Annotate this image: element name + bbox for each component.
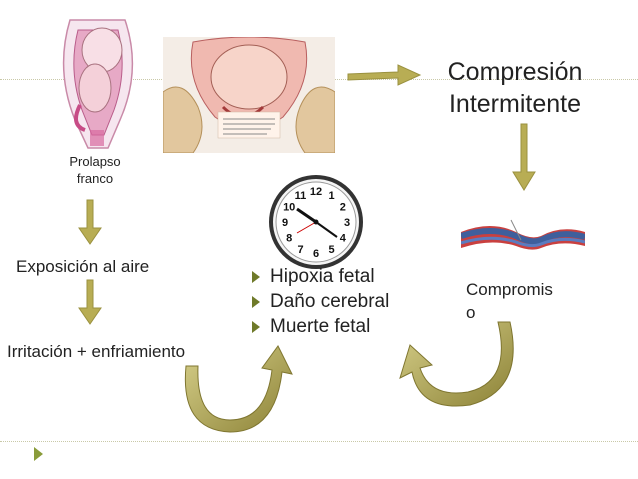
arrow-right-icon	[347, 64, 422, 86]
clock-number: 6	[313, 248, 319, 260]
label-irritacion-enfriamiento: Irritación + enfriamiento	[7, 342, 186, 361]
bullet-text: Hipoxia fetal	[270, 266, 375, 287]
label-exposicion-al-aire: Exposición al aire	[16, 257, 150, 276]
label-compromiso: Compromis o	[466, 280, 553, 322]
pelvis-cord-illustration	[163, 37, 335, 153]
clock-number: 11	[295, 190, 307, 202]
curved-arrow-up-icon	[184, 345, 293, 433]
bullet-triangle-icon	[252, 271, 260, 283]
consequences-list: Hipoxia fetal Daño cerebral Muerte fetal	[252, 264, 422, 339]
bottom-divider-line	[0, 441, 638, 442]
clock-number: 7	[297, 244, 303, 256]
clock-number: 9	[282, 217, 288, 229]
bullet-item-hipoxia: Hipoxia fetal	[252, 264, 422, 289]
curved-arrow-return-icon	[399, 321, 514, 407]
arrow-down-exposicion-icon	[78, 279, 102, 325]
bullet-text: Muerte fetal	[270, 316, 371, 337]
clock-number: 8	[286, 233, 292, 245]
clock-number: 2	[340, 202, 346, 214]
clock-number: 4	[340, 233, 347, 245]
label-prolapso-franco: Prolapso franco	[69, 154, 121, 186]
clock-number: 5	[328, 244, 334, 256]
clock-number: 12	[310, 186, 322, 198]
clock-number: 10	[283, 202, 295, 214]
bullet-item-muerte: Muerte fetal	[252, 314, 422, 339]
clock-number: 3	[344, 217, 350, 229]
bullet-text: Daño cerebral	[270, 291, 390, 312]
bullet-triangle-icon	[252, 321, 260, 333]
arrow-down-compresion-icon	[512, 123, 536, 191]
bullet-item-dano: Daño cerebral	[252, 289, 390, 314]
label-compresion: Compresión	[447, 58, 583, 86]
arrow-down-prolapso-icon	[78, 199, 102, 245]
bullet-triangle-icon	[252, 296, 260, 308]
clock-number: 1	[328, 190, 334, 202]
fetus-illustration	[62, 19, 134, 149]
label-intermitente: Intermitente	[448, 90, 581, 118]
compressed-cord-illustration	[461, 210, 585, 264]
slide-corner-triangle-icon	[34, 447, 43, 461]
